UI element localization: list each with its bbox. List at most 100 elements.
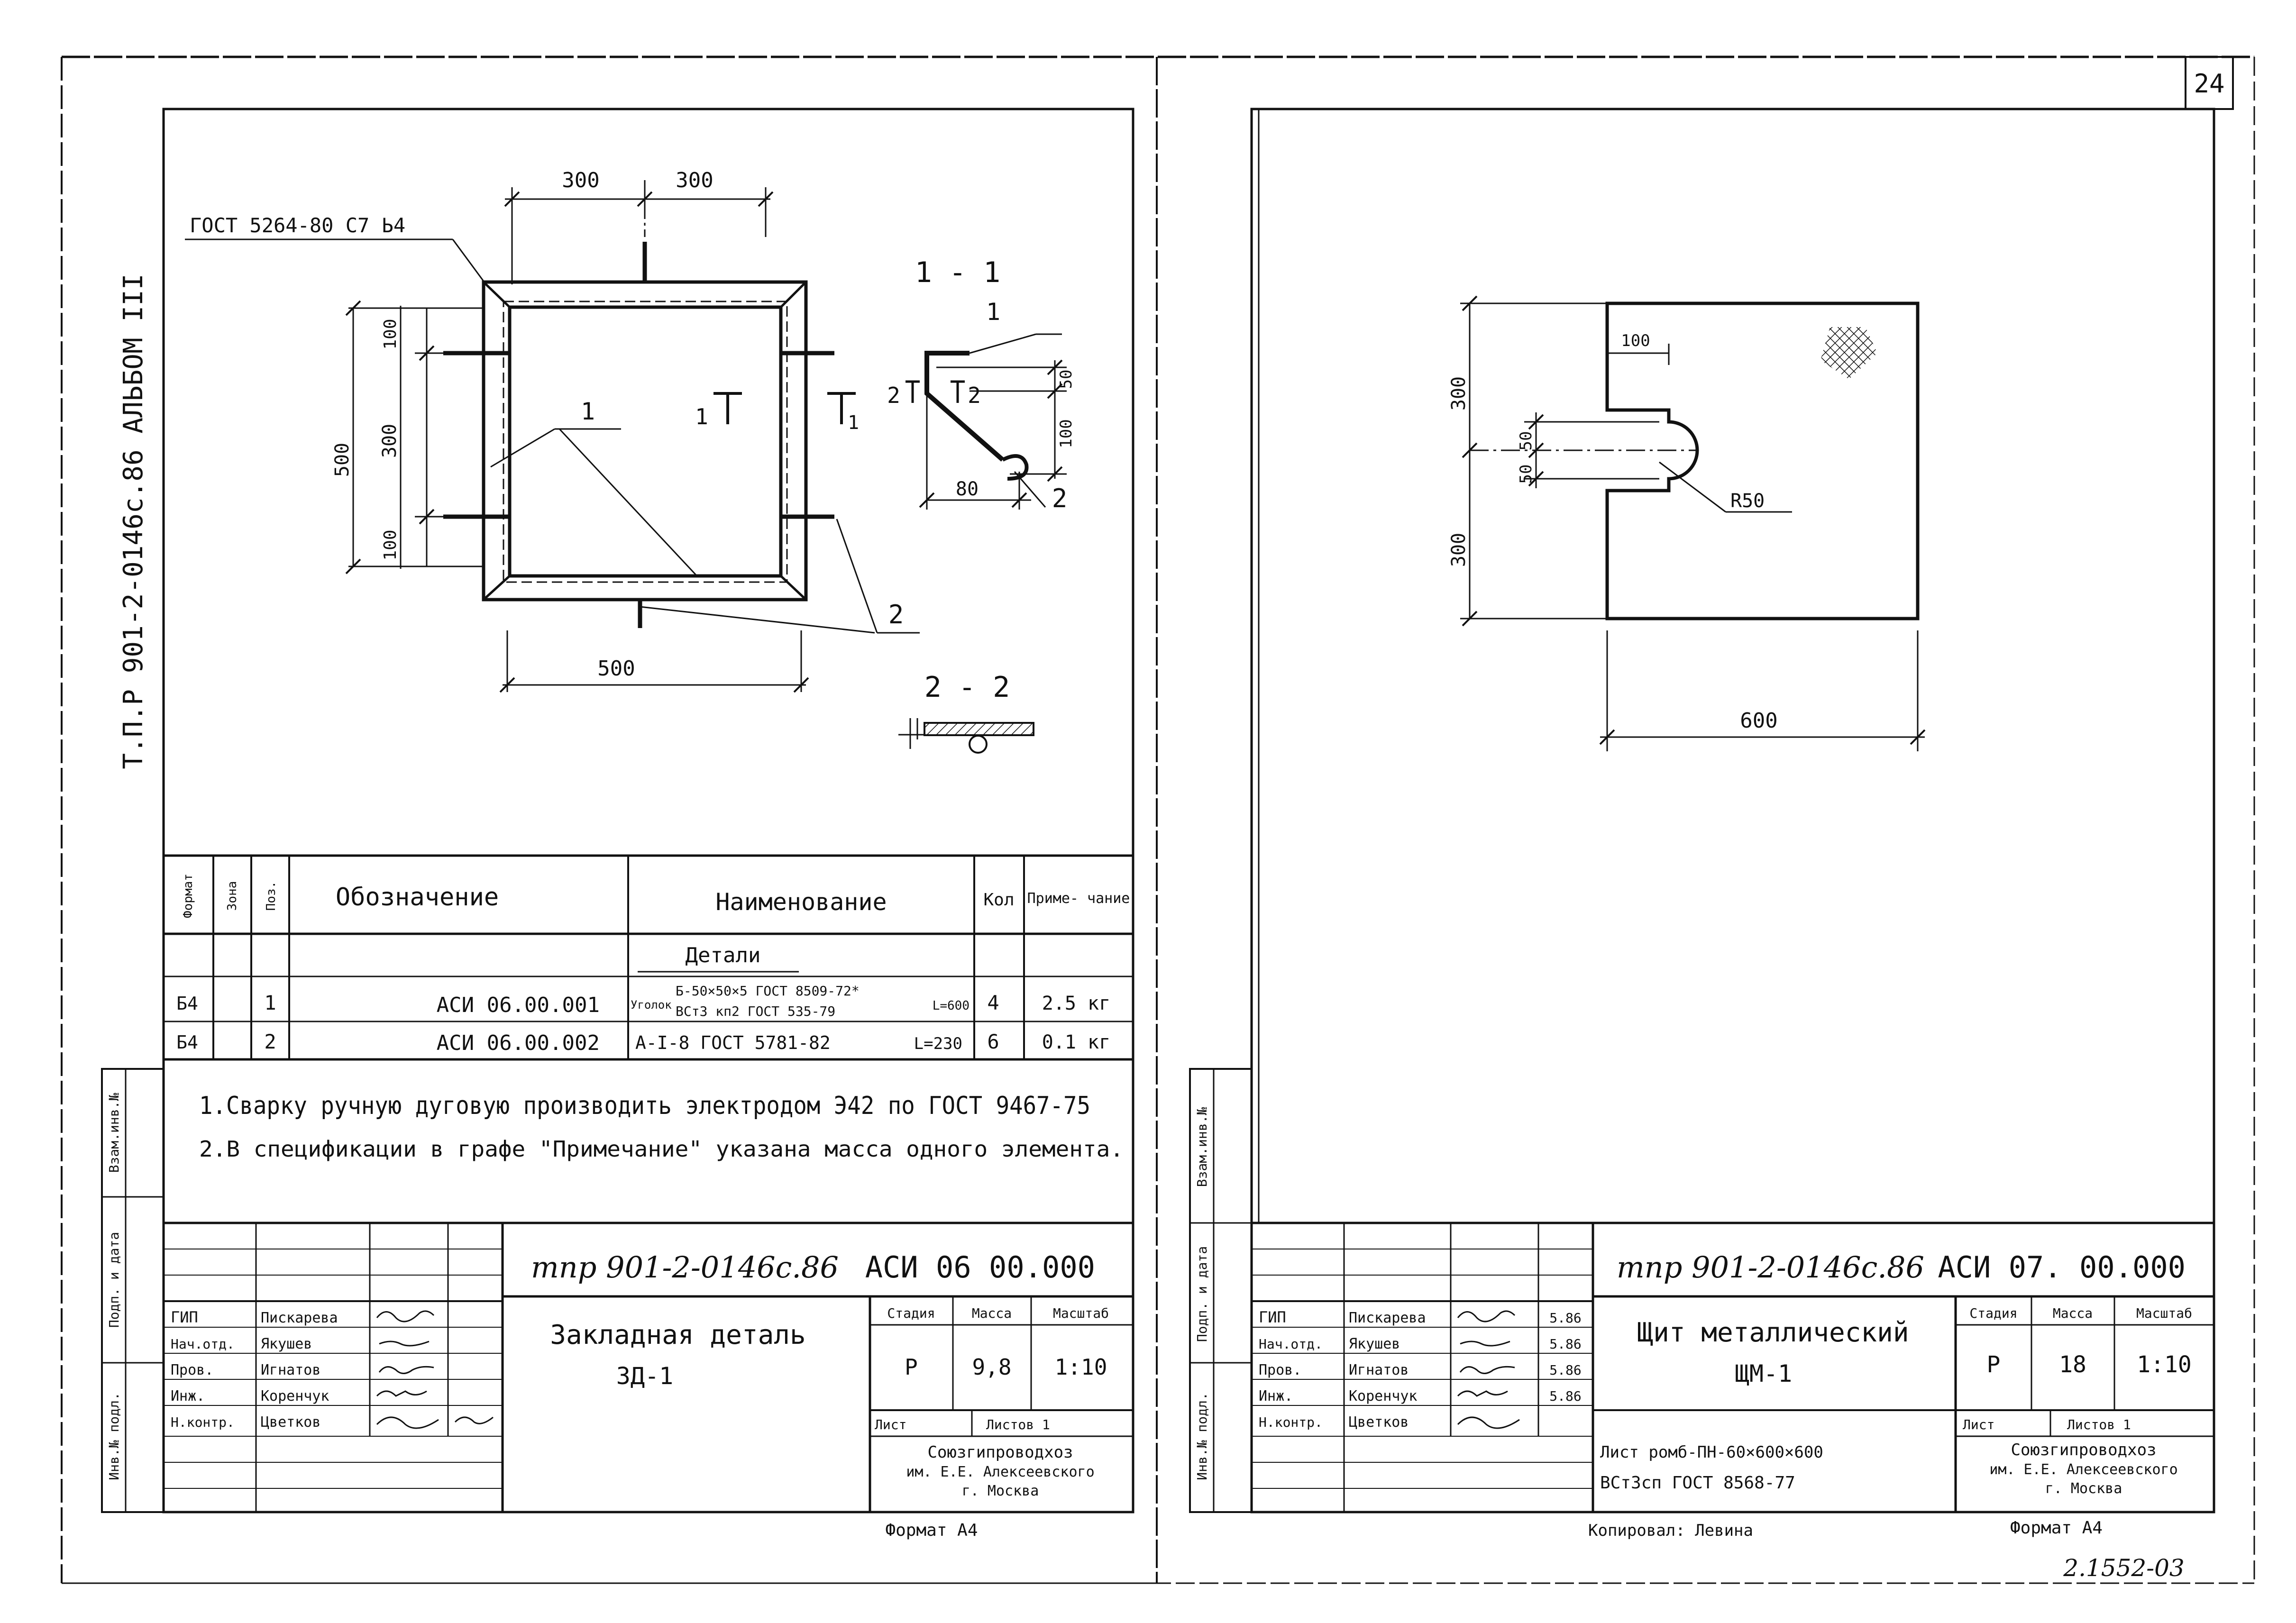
right-side-stamp [1189, 1068, 1253, 1513]
sec11-label-1: 1 [986, 298, 1000, 326]
format-label-right: Формат А4 [2010, 1518, 2103, 1538]
org-line2: им. Е.Е. Алексеевского [906, 1464, 1094, 1480]
r-name-2: Якушев [1349, 1336, 1400, 1352]
stamp-inv: Инв.№ подл. [106, 1392, 122, 1480]
note-2: 2.В спецификации в графе "Примечание" ук… [199, 1136, 1124, 1162]
dim-left-mid: 300 [379, 424, 401, 458]
r-radius: R50 [1730, 490, 1765, 512]
r-date-1: 5.86 [1549, 1310, 1581, 1326]
section-label-details: Детали [686, 943, 761, 967]
cut-mark-right-label: 1 [848, 412, 859, 434]
format-label-left: Формат А4 [885, 1521, 978, 1540]
r-sheets-label: Листов 1 [2067, 1417, 2131, 1432]
sec11-dim-100: 100 [1057, 419, 1076, 448]
r-dim-top: 300 [1448, 376, 1470, 410]
leader-label-1: 1 [581, 398, 595, 425]
r-dim-100: 100 [1621, 331, 1650, 350]
row1-name-top: Б-50×50×5 ГОСТ 8509-72* [676, 983, 860, 999]
note-1: 1.Сварку ручную дуговую производить элек… [199, 1092, 1090, 1120]
album-title-vertical: Т.П.Р 901-2-0146с.86 АЛЬБОМ III [118, 274, 149, 769]
stamp-sign-date: Подп. и дата [106, 1232, 122, 1328]
dim-left-bot: 100 [381, 529, 400, 560]
col-designation: Обозначение [336, 883, 499, 912]
table-row: Б4 2 АСИ 06.00.002 А-I-8 ГОСТ 5781-82 L=… [176, 1030, 1110, 1055]
col-stage: Стадия [887, 1305, 935, 1321]
r-material-line2: ВСт3сп ГОСТ 8568-77 [1600, 1473, 1795, 1493]
r-doc-code: АСИ 07. 00.000 [1938, 1250, 2186, 1285]
right-title-block: тпр 901-2-0146с.86 АСИ 07. 00.000 Щит ме… [1259, 1250, 2192, 1540]
plate-outline [1605, 301, 1920, 620]
col-name: Наименование [715, 888, 887, 916]
notes: 1.Сварку ручную дуговую производить элек… [199, 1092, 1124, 1162]
stage-value: Р [905, 1354, 918, 1380]
r-col-stage: Стадия [1969, 1305, 2017, 1321]
row2-format: Б4 [176, 1032, 198, 1053]
row1-name-prefix: Уголок [631, 998, 672, 1012]
spec-table [164, 854, 1133, 1061]
page-number-box: 24 [2185, 56, 2234, 110]
sheets-label: Листов 1 [986, 1417, 1050, 1432]
col-scale: Масштаб [1053, 1305, 1109, 1321]
dim-top-2: 300 [676, 168, 713, 192]
plan-view-zd1 [185, 180, 920, 693]
r-col-scale: Масштаб [2136, 1305, 2192, 1321]
left-side-stamp-text: Взам.инв.№ Подп. и дата Инв.№ подл. [106, 1093, 122, 1480]
shield-plate-shm1 [1460, 295, 1926, 751]
section-2-2-title: 2 - 2 [924, 671, 1010, 704]
signatures-left [376, 1310, 494, 1429]
project-code: тпр 901-2-0146с.86 [531, 1250, 839, 1285]
r-material-line1: Лист ромб-ПН-60×600×600 [1600, 1443, 1823, 1462]
page-number: 24 [2194, 69, 2224, 99]
section-1-1-title: 1 - 1 [915, 256, 1001, 289]
right-side-stamp-text: Взам.инв.№ Подп. и дата Инв.№ подл. [1194, 1107, 1210, 1480]
role-eng: Инж. [171, 1388, 205, 1404]
row1-note: 2.5 кг [1042, 993, 1111, 1014]
r-org-line1: Союзгипроводхоз [2011, 1441, 2156, 1459]
role-check: Пров. [171, 1362, 213, 1378]
r-role-head: Нач.отд. [1259, 1336, 1323, 1352]
r-role-ncontr: Н.контр. [1259, 1414, 1323, 1430]
r-name-3: Игнатов [1349, 1362, 1409, 1378]
org-line1: Союзгипроводхоз [927, 1443, 1073, 1462]
r-title-line1: Щит металлический [1637, 1317, 1909, 1348]
left-side-stamp [101, 1068, 165, 1513]
title-line2: ЗД-1 [616, 1362, 673, 1390]
col-mass: Масса [972, 1305, 1012, 1321]
sec11-cut-2a: 2 [887, 383, 900, 408]
row2-pos: 2 [264, 1030, 276, 1053]
r-role-eng: Инж. [1259, 1388, 1293, 1404]
row1-name-bottom: ВСт3 кп2 ГОСТ 535-79 [676, 1003, 835, 1019]
r-date-3: 5.86 [1549, 1362, 1581, 1378]
col-pos: Поз. [264, 881, 278, 911]
role-head: Нач.отд. [171, 1336, 235, 1352]
r-role-gip: ГИП [1259, 1308, 1286, 1326]
outer-frame [61, 55, 2255, 1584]
org-line3: г. Москва [962, 1483, 1039, 1499]
r-stage-value: Р [1987, 1351, 2001, 1378]
r-stamp-sign-date: Подп. и дата [1194, 1246, 1210, 1342]
sec11-dim-80: 80 [956, 478, 979, 500]
col-format: Формат [181, 874, 195, 918]
scale-value: 1:10 [1055, 1354, 1107, 1380]
r-title-line2: ЩМ-1 [1735, 1360, 1792, 1387]
r-name-1: Пискарева [1349, 1310, 1426, 1326]
leader-label-2: 2 [888, 600, 904, 629]
gost-callout: ГОСТ 5264-80 С7 Ь4 [190, 214, 405, 237]
title-line1: Закладная деталь [550, 1320, 805, 1350]
row2-note: 0.1 кг [1042, 1031, 1111, 1053]
row2-name: А-I-8 ГОСТ 5781-82 [635, 1032, 831, 1053]
r-col-mass: Масса [2053, 1305, 2093, 1321]
spec-table-text: Формат Зона Поз. Обозначение Наименовани… [176, 874, 1130, 1055]
sheet-label: Лист [875, 1417, 906, 1432]
row1-pos: 1 [264, 991, 276, 1014]
r-project-code: тпр 901-2-0146с.86 [1617, 1250, 1924, 1285]
r-date-2: 5.86 [1549, 1336, 1581, 1352]
sec11-label-2: 2 [1052, 483, 1068, 513]
shield-plate-labels: 300 300 50 50 100 R50 600 [1448, 331, 1778, 733]
row1-qty: 4 [987, 991, 999, 1014]
r-dim-50a: 50 [1517, 431, 1536, 451]
name-5: Цветков [261, 1414, 320, 1431]
role-ncontr: Н.контр. [171, 1414, 235, 1430]
frame-inner [508, 305, 783, 578]
